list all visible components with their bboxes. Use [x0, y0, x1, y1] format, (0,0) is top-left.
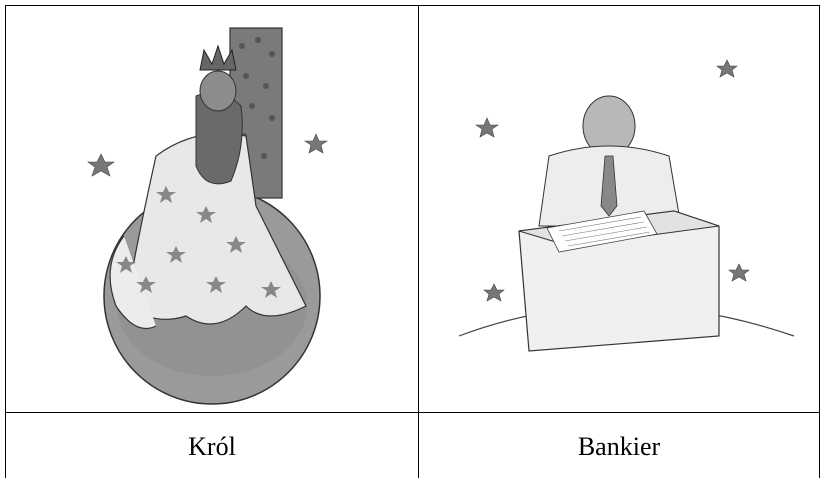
king-on-planet-image — [87, 27, 328, 405]
businessman-illustration — [419, 6, 819, 412]
table-right-border — [819, 5, 820, 478]
table-top-border — [5, 5, 820, 6]
caption-banker: Bankier — [577, 432, 661, 461]
caption-king: Król — [188, 432, 236, 461]
king-illustration — [6, 6, 418, 412]
businessman-at-desk-image — [458, 59, 795, 352]
table-left-border — [5, 5, 6, 478]
table-middle-border — [418, 5, 419, 478]
table-row-divider — [5, 412, 820, 413]
